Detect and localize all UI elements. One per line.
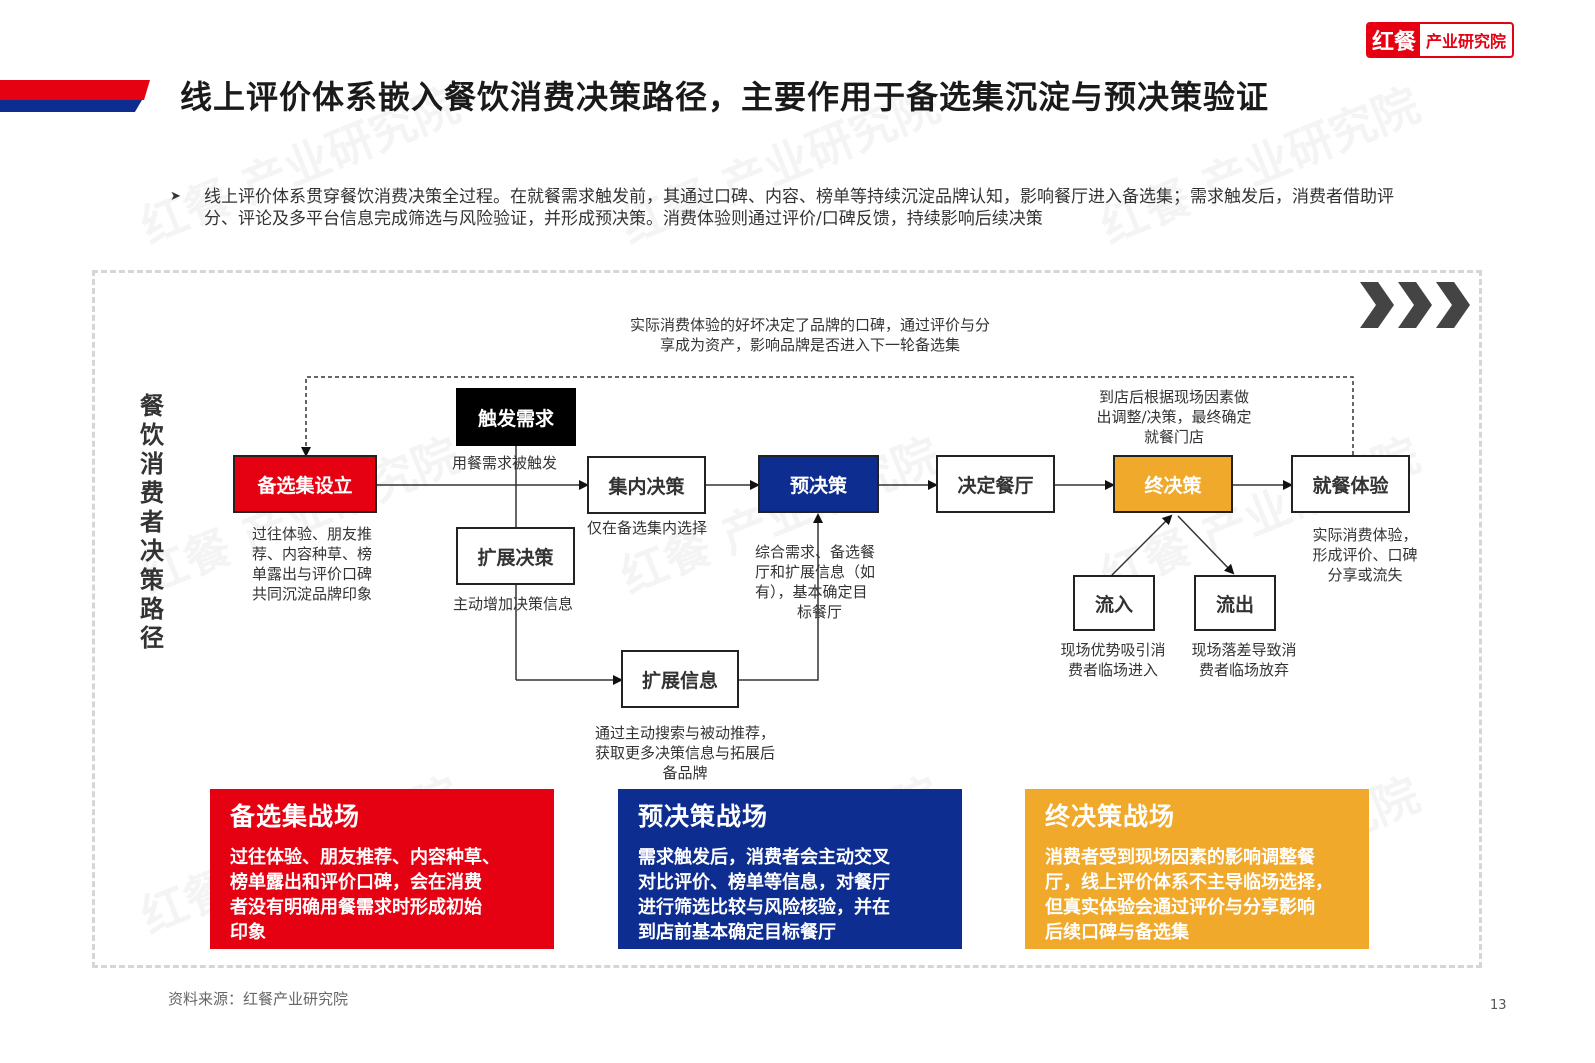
logo-mark: 红餐 [1368,24,1420,56]
brand-logo: 红餐 产业研究院 [1366,22,1514,58]
logo-text: 产业研究院 [1425,32,1506,51]
node-expand-decision: 扩展决策 [456,527,575,585]
bullet-arrow-icon: ➤ [170,189,181,204]
node-inflow: 流入 [1073,575,1155,631]
node-expand-info: 扩展信息 [621,650,739,708]
note-dining: 实际消费体验， 形成评价、口碑 分享或流失 [1312,526,1418,584]
note-outflow: 现场落差导致消 费者临场放弃 [1191,641,1297,679]
note-pre-decision: 综合需求、备选餐 厅和扩展信息（如 有），基本确定目 标餐厅 [755,543,876,621]
panel-body: 过往体验、朋友推荐、内容种草、 榜单露出和评价口碑，会在消费 者没有明确用餐需求… [230,847,500,943]
note-expand-info: 通过主动搜索与被动推荐， 获取更多决策信息与拓展后 备品牌 [594,724,775,782]
node-candidate-set: 备选集设立 [233,455,377,513]
note-inflow: 现场优势吸引消 费者临场进入 [1060,641,1166,679]
panel-body: 需求触发后，消费者会主动交叉 对比评价、榜单等信息，对餐厅 进行筛选比较与风险核… [638,847,890,943]
page-number: 13 [1490,998,1507,1013]
panel-title: 终决策战场 [1045,802,1176,831]
panel-body: 消费者受到现场因素的影响调整餐 厅，线上评价体系不主导临场选择， 但真实体验会通… [1045,847,1333,943]
note-final: 到店后根据现场因素做 出调整/决策，最终确定 就餐门店 [1096,388,1252,446]
node-final-decision: 终决策 [1113,455,1233,513]
node-pre-decision: 预决策 [758,455,879,513]
page-title: 线上评价体系嵌入餐饮消费决策路径，主要作用于备选集沉淀与预决策验证 [180,78,1270,116]
vertical-title: 餐饮消费者决策路径 [140,392,164,652]
panel-final-decision-battlefield: 终决策战场 消费者受到现场因素的影响调整餐 厅，线上评价体系不主导临场选择， 但… [1025,789,1369,949]
header-stripe-red [0,80,150,100]
panel-pre-decision-battlefield: 预决策战场 需求触发后，消费者会主动交叉 对比评价、榜单等信息，对餐厅 进行筛选… [618,789,962,949]
note-trigger: 用餐需求被触发 [452,454,558,472]
panel-title: 备选集战场 [230,802,361,831]
source-note: 资料来源：红餐产业研究院 [168,990,349,1008]
header-stripe-blue [0,100,142,112]
chevrons-icon [1360,282,1470,328]
node-inner-decision: 集内决策 [587,456,706,514]
panel-title: 预决策战场 [638,802,769,831]
intro-paragraph: ➤ 线上评价体系贯穿餐饮消费决策全过程。在就餐需求触发前，其通过口碑、内容、榜单… [170,186,1420,230]
node-outflow: 流出 [1194,575,1276,631]
feedback-note: 实际消费体验的好坏决定了品牌的口碑，通过评价与分 享成为资产，影响品牌是否进入下… [629,316,990,354]
node-trigger-demand: 触发需求 [456,388,576,446]
node-dining-experience: 就餐体验 [1291,455,1410,513]
note-expand-decision: 主动增加决策信息 [453,595,574,613]
note-candidate: 过往体验、朋友推 荐、内容种草、榜 单露出与评价口碑 共同沉淀品牌印象 [252,525,373,603]
diagram-frame [92,270,1482,968]
intro-text: 线上评价体系贯穿餐饮消费决策全过程。在就餐需求触发前，其通过口碑、内容、榜单等持… [204,187,1394,229]
panel-candidate-battlefield: 备选集战场 过往体验、朋友推荐、内容种草、 榜单露出和评价口碑，会在消费 者没有… [210,789,554,949]
node-choose-restaurant: 决定餐厅 [936,455,1055,513]
note-inner: 仅在备选集内选择 [587,519,708,537]
